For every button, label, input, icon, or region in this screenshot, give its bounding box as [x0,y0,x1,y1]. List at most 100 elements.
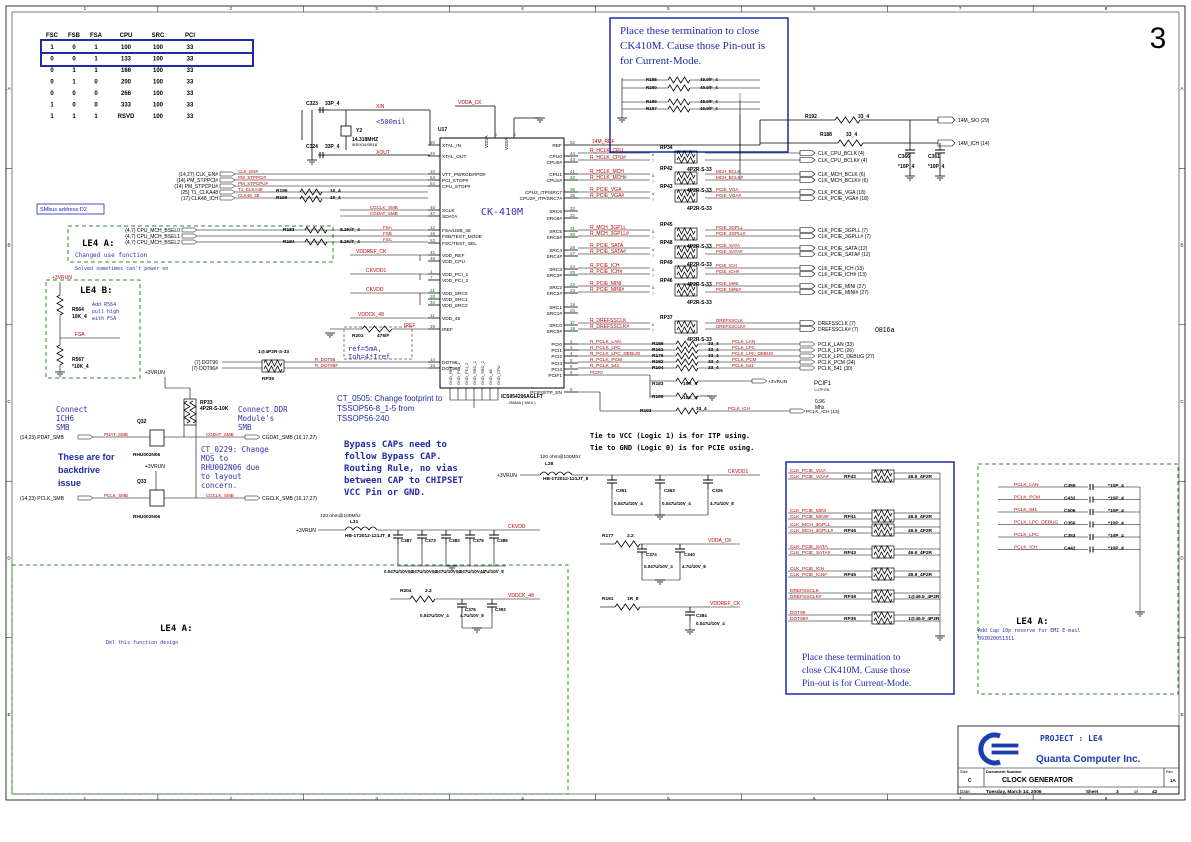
cap-ref: C373 [425,538,436,543]
pin-name: SRC4# [547,254,563,260]
resistor-ref: R188 [820,132,832,138]
offpage-connector [799,171,816,177]
net-label-mid: DREFSSCLK# [716,324,746,329]
resistor [834,116,861,124]
net-label-xin: XIN [376,104,385,110]
offpage-connector [799,353,816,359]
net-label-out: PCLK_ICH (13) [806,409,840,415]
resistor [667,105,691,113]
le4a-emi-sub: Add Cap 10p reserve for EMI E-mail [978,628,1080,634]
pin-number: 34 [430,300,436,305]
pin-name: VDD_48 [442,316,460,322]
mosfet-ref: Q32 [137,419,147,425]
resistor-network [261,359,285,373]
net-label-in: R_DREFSSCLK [590,318,627,324]
backdrive-note: issue [58,478,81,488]
border-row-label: E [7,712,10,717]
resistor-network [674,265,698,279]
resistor-value: *10K_4 [72,364,89,370]
cap-ref: C366 [898,154,910,160]
net-label: CLK_PCIE_SATA [790,544,828,550]
le4a-bottom-title: LE4 A: [160,624,193,634]
rp-ref: RP38 [844,594,856,600]
rp-ref: RP43 [660,184,673,190]
net-label-out: CLK_CPU_BCLK (4) [818,151,865,157]
pin-name: SRC3 [549,267,562,273]
ic-ref: U17 [438,127,447,133]
net-label-out: PCLK_LPC (26) [818,348,854,354]
rp-ref: RP42 [844,474,856,480]
net-label-out: CLK_PCIE_VGA (18) [818,190,866,196]
pin-number: 25 [570,270,576,275]
resistor [614,540,641,548]
pin-number: 50 [430,140,436,145]
freq-table-cell: 0 [94,80,98,86]
connect-ddr-note: Module's [238,414,274,423]
rp-value: 4P2R-S-10K [200,406,229,412]
resistor-network [674,283,698,297]
freq-table-cell: 0 [50,68,54,74]
freq-table-cell: 100 [153,103,164,109]
offpage-connector [219,189,236,195]
resistor-network [871,509,895,523]
title-date: Tuesday, March 14, 2006 [986,789,1042,795]
resistor-network-element [676,227,696,235]
net-label: CKVDD1 [728,469,749,475]
offpage-connector [77,495,94,501]
resistor-value: 49.9/F_4 [700,99,718,104]
net-label: CLK48_48 [238,193,260,198]
rp-value: 1@4P2R-S-33 [258,349,289,355]
pin-name: IREF [442,327,453,333]
pin-name: VDD_SRC0 [442,291,468,297]
cap-value: 0.047U/10V_4 [644,564,673,569]
ic-bottom-pin: GND_CPU [496,365,501,385]
ic-name: CK-410M [481,207,523,218]
freq-table-header: PCI [185,33,195,39]
net-label: DOT96# [790,616,808,622]
net-label: DREFSSCLK# [790,594,822,600]
rp-ref: RP41 [844,514,856,520]
rp-ref: RP37 [660,315,673,321]
freq-table-header: FSC [46,33,59,39]
resistor-network [674,189,698,203]
offpage-connector [799,233,816,239]
resistor [304,238,328,246]
rp-value: 49.9_4P2R [908,528,933,534]
ic-top-pin: VSSA [504,138,509,150]
cap-value: 0.047U/10V_4 [408,569,437,574]
ic-top-pin: VDDA [484,135,489,148]
border-row-label: A [7,86,10,91]
freq-table-header: CPU [120,33,133,39]
resistor-network-element [676,171,696,179]
pin-num: 7 [652,158,655,163]
le4a-emi-sub: 093020051311 [978,636,1014,642]
ct0229-note: CT_0229: Change [201,445,269,454]
net-label-vcc: +3VRUN [497,473,517,479]
freq-table-cell: 100 [153,114,164,120]
itp-note: Tie to GND (Logic 0) is for PCIE using. [590,444,754,452]
freq-table-cell: 200 [121,80,132,86]
resistor-network-element [676,271,696,279]
net-label-left: (7) DOT96# [192,366,219,372]
pin-num: 2 [514,132,517,137]
freq-table-cell: 0 [72,45,76,51]
le4a-sub: Changed use function [75,252,148,259]
rp-ref: RP36 [844,616,856,622]
rp-value: 4P2R-S-33 [687,262,712,268]
net-label: CLK_PCIE_ICH [790,566,825,572]
pin-number: 14 [430,357,436,362]
ic-bottom-pin: GND_PCI_2 [464,362,469,385]
freq-table-cell: 1 [94,114,98,120]
offpage-connector [799,251,816,257]
freq-table-cell: RSVD [118,114,135,120]
label-0816a: 0816a [875,327,895,334]
offpage-connector [219,171,236,177]
rp-value: 4P2R-S-33 [687,188,712,194]
bypass-note: Bypass CAPs need to [344,440,447,450]
net-label-in: R_HCLK_MCH [590,169,624,175]
freq-table-cell: 100 [153,57,164,63]
cap-value: 0.047U/10V_4 [456,569,485,574]
net-label: R_DOT96 [315,357,336,362]
pin-name: SCLK [442,208,455,214]
net-label-in: R_DREFSSCLK# [590,324,629,330]
